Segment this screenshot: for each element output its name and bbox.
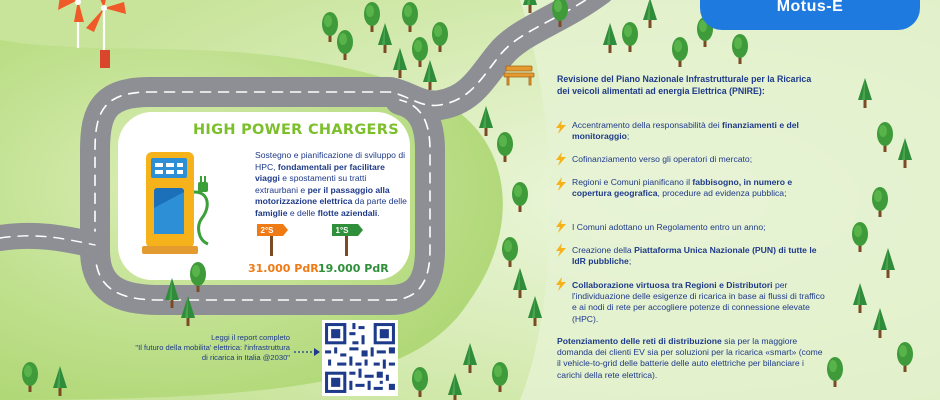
motus-e-badge: Motus-E bbox=[700, 0, 920, 30]
hpc-description: Sostegno e pianificazione di sviluppo di… bbox=[255, 150, 407, 218]
sign-2s-label: 2°S bbox=[260, 226, 274, 235]
price-2s: 31.000 PdR bbox=[248, 262, 319, 275]
sign-2s-icon bbox=[257, 224, 288, 256]
brand-label: Motus-E bbox=[776, 0, 844, 15]
pnire-bullet-4: I Comuni adottano un Regolamento entro u… bbox=[572, 222, 766, 232]
lightning-bolt-icon bbox=[556, 120, 566, 134]
reti-paragraph: Potenziamento delle reti di distribuzion… bbox=[557, 336, 823, 380]
pnire-title: Revisione del Piano Nazionale Infrastrut… bbox=[557, 74, 812, 96]
dashed-arrow-icon bbox=[294, 348, 320, 356]
pnire-bullet-1: Accentramento della responsabilità dei f… bbox=[572, 120, 799, 142]
sign-1s-icon bbox=[332, 224, 363, 256]
price-1s: 19.000 PdR bbox=[318, 262, 389, 275]
lightning-bolt-icon bbox=[556, 219, 566, 233]
sign-1s-label: 1°S bbox=[335, 226, 349, 235]
hpc-title: HIGH POWER CHARGERS bbox=[193, 122, 399, 138]
lightning-bolt-icon bbox=[556, 243, 566, 257]
qr-code-icon[interactable] bbox=[322, 320, 398, 396]
report-link-text[interactable]: Leggi il report completo "Il futuro dell… bbox=[135, 333, 290, 362]
pnire-bullet-6: Collaborazione virtuosa tra Regioni e Di… bbox=[572, 280, 825, 324]
lightning-bolt-icon bbox=[556, 177, 566, 191]
lightning-bolt-icon bbox=[556, 277, 566, 291]
pnire-bullet-3: Regioni e Comuni pianificano il fabbisog… bbox=[572, 177, 793, 199]
pnire-bullet-5: Creazione della Piattaforma Unica Nazion… bbox=[572, 245, 817, 267]
pnire-bullet-2: Cofinanziamento verso gli operatori di m… bbox=[572, 154, 753, 164]
lightning-bolt-icon bbox=[556, 152, 566, 166]
ev-charger-icon bbox=[142, 152, 209, 254]
